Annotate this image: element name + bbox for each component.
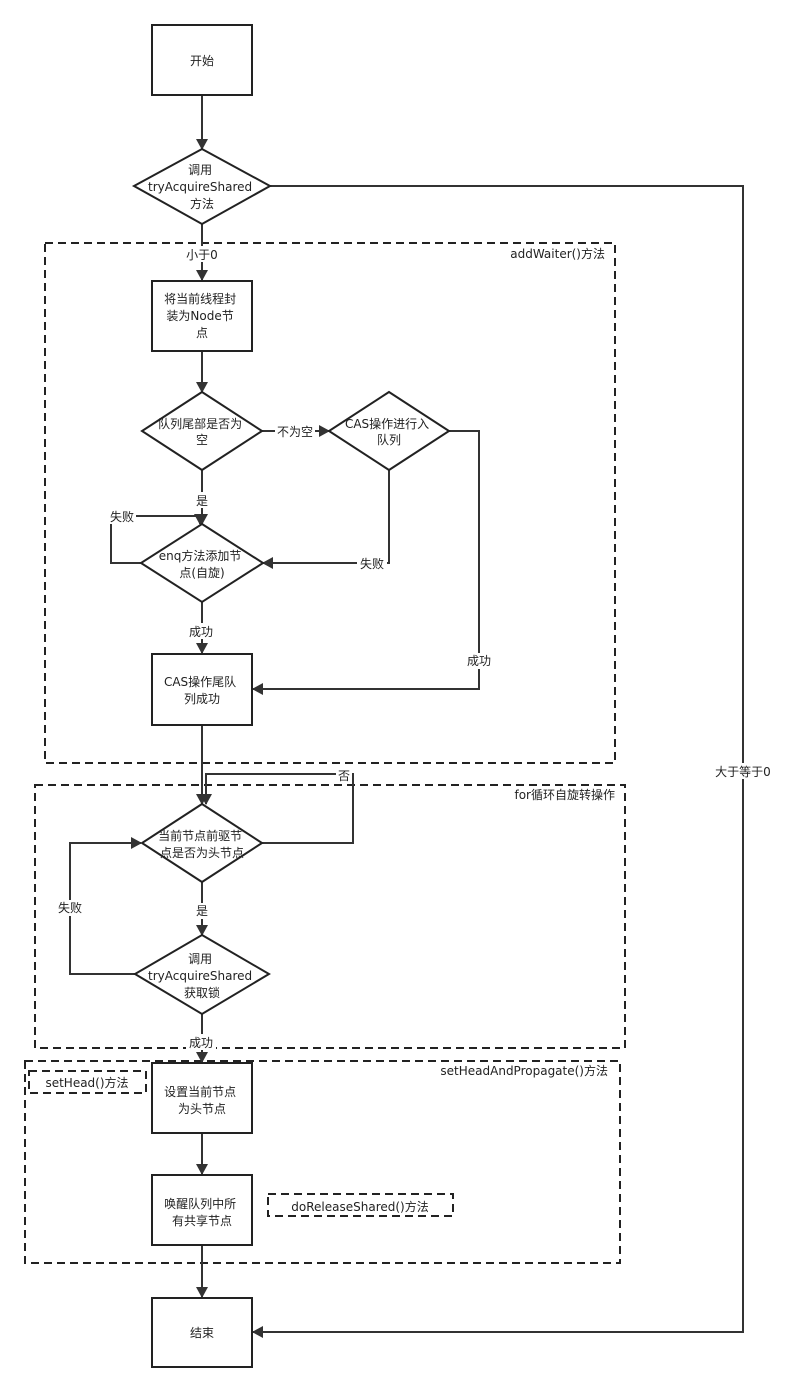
edge-label-success-cas: 成功 xyxy=(467,654,491,668)
group-do-release-shared-title: doReleaseShared()方法 xyxy=(291,1199,428,1214)
node-wrap-node-text: 将当前线程封 装为Node节 点 xyxy=(164,291,240,340)
group-set-head-title: setHead()方法 xyxy=(45,1075,128,1090)
node-set-head: 设置当前节点 为头节点 xyxy=(151,1062,253,1134)
group-do-release-shared: doReleaseShared()方法 xyxy=(267,1193,454,1217)
node-cas-tail-success: CAS操作尾队 列成功 xyxy=(151,653,253,726)
edge-label-ge-zero: 大于等于0 xyxy=(715,765,771,779)
node-start: 开始 xyxy=(151,24,253,96)
edge-cas-fail xyxy=(262,470,390,569)
node-tail-empty-text: 队列尾部是否为 空 xyxy=(158,416,246,447)
node-end: 结束 xyxy=(151,1297,253,1368)
node-wake-shared-text: 唤醒队列中所 有共享节点 xyxy=(164,1196,240,1228)
node-cas-enqueue: CAS操作进行入 队列 xyxy=(327,390,451,472)
edge-label-fail-cas: 失败 xyxy=(360,556,384,571)
node-try-acquire-lock-text: 调用 tryAcquireShared 获取锁 xyxy=(148,952,256,1000)
node-prev-is-head-text: 当前节点前驱节 点是否为头节点 xyxy=(158,828,246,860)
group-set-head-propagate: setHeadAndPropagate()方法 xyxy=(24,1060,621,1264)
edge-label-yes-2: 是 xyxy=(196,904,208,918)
node-try-acquire-method: 调用 tryAcquireShared 方法 xyxy=(131,147,273,226)
node-cas-enqueue-text: CAS操作进行入 队列 xyxy=(345,416,433,447)
group-set-head: setHead()方法 xyxy=(28,1070,147,1094)
edge-label-fail-acquire: 失败 xyxy=(58,900,82,915)
node-prev-is-head: 当前节点前驱节 点是否为头节点 xyxy=(140,802,264,884)
edge-ge-zero xyxy=(252,185,744,1338)
edge-label-less-than-zero: 小于0 xyxy=(186,248,218,262)
node-try-acquire-method-text: 调用 tryAcquireShared 方法 xyxy=(148,163,256,211)
edge-label-success-enq: 成功 xyxy=(189,625,213,639)
group-for-loop-title: for循环自旋转操作 xyxy=(514,787,615,802)
edge-label-no: 否 xyxy=(338,769,350,783)
edge-cas-success xyxy=(252,430,480,695)
edge-label-yes-1: 是 xyxy=(196,494,208,508)
edge-label-success-acquire: 成功 xyxy=(189,1036,213,1050)
edge-label-not-empty: 不为空 xyxy=(277,425,313,439)
group-add-waiter-title: addWaiter()方法 xyxy=(510,246,605,261)
node-enq-spin: enq方法添加节 点(自旋) xyxy=(139,522,265,604)
node-enq-spin-text: enq方法添加节 点(自旋) xyxy=(159,548,245,580)
node-wake-shared: 唤醒队列中所 有共享节点 xyxy=(151,1174,253,1246)
node-start-text: 开始 xyxy=(190,54,214,68)
edge-no-loop xyxy=(200,773,354,844)
node-cas-tail-success-text: CAS操作尾队 列成功 xyxy=(164,674,240,706)
group-add-waiter: addWaiter()方法 xyxy=(44,242,616,764)
node-set-head-text: 设置当前节点 为头节点 xyxy=(164,1084,240,1116)
node-try-acquire-lock: 调用 tryAcquireShared 获取锁 xyxy=(133,933,271,1016)
group-set-head-propagate-title: setHeadAndPropagate()方法 xyxy=(440,1063,608,1078)
node-end-text: 结束 xyxy=(190,1326,214,1340)
node-tail-empty: 队列尾部是否为 空 xyxy=(140,390,264,472)
node-wrap-node: 将当前线程封 装为Node节 点 xyxy=(151,280,253,352)
edge-label-fail-enq-loop: 失败 xyxy=(110,509,134,524)
group-for-loop: for循环自旋转操作 xyxy=(34,784,626,1049)
edge-labels: 小于0 不为空 是 失败 失败 成功 成功 否 是 失败 成功 大于等于0 xyxy=(55,246,775,1050)
